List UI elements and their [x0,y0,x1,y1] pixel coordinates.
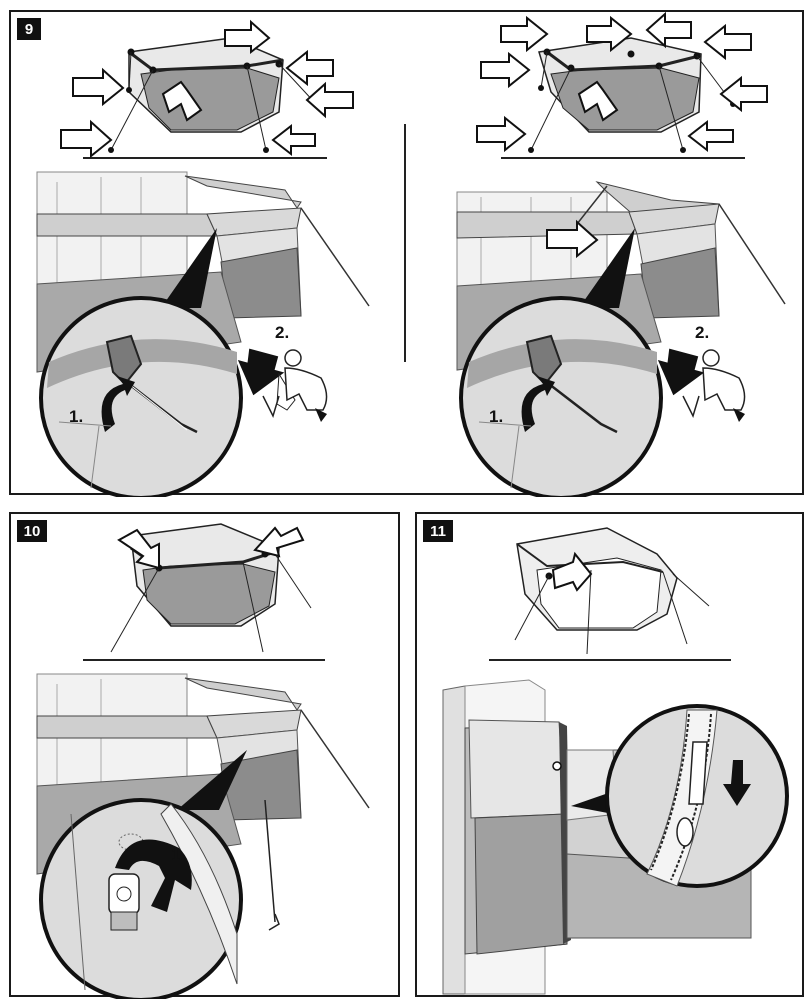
arrow-icon [551,551,593,592]
step-11-illustration [442,527,789,995]
arrow-icon [476,12,768,153]
step-10-illustration: 1. [36,523,370,999]
step-9-panel: 9 [9,10,804,497]
magnifier-circle [459,296,663,497]
callout-1: 1. [489,407,503,426]
step-number: 10 [17,520,47,542]
tent-overview-right [501,37,745,159]
step-11-panel: 11 [415,512,804,997]
arrow-icon [117,526,305,570]
tent-detail-right [456,181,786,497]
tent-overview [489,527,731,661]
arrow-icon [60,19,354,159]
step-number: 11 [423,520,453,542]
callout-1: 1. [171,845,185,864]
magnifier-circle [39,296,243,497]
callout-1: 1. [69,407,83,426]
tent-detail [36,673,370,999]
callout-2: 2. [275,323,289,342]
tent-detail-left [36,171,370,497]
callout-2: 2. [695,323,709,342]
step-9-illustration: 2. 1. [36,12,786,497]
tent-detail [442,679,789,995]
step-number: 9 [17,18,41,40]
step-10-panel: 10 [9,512,400,999]
